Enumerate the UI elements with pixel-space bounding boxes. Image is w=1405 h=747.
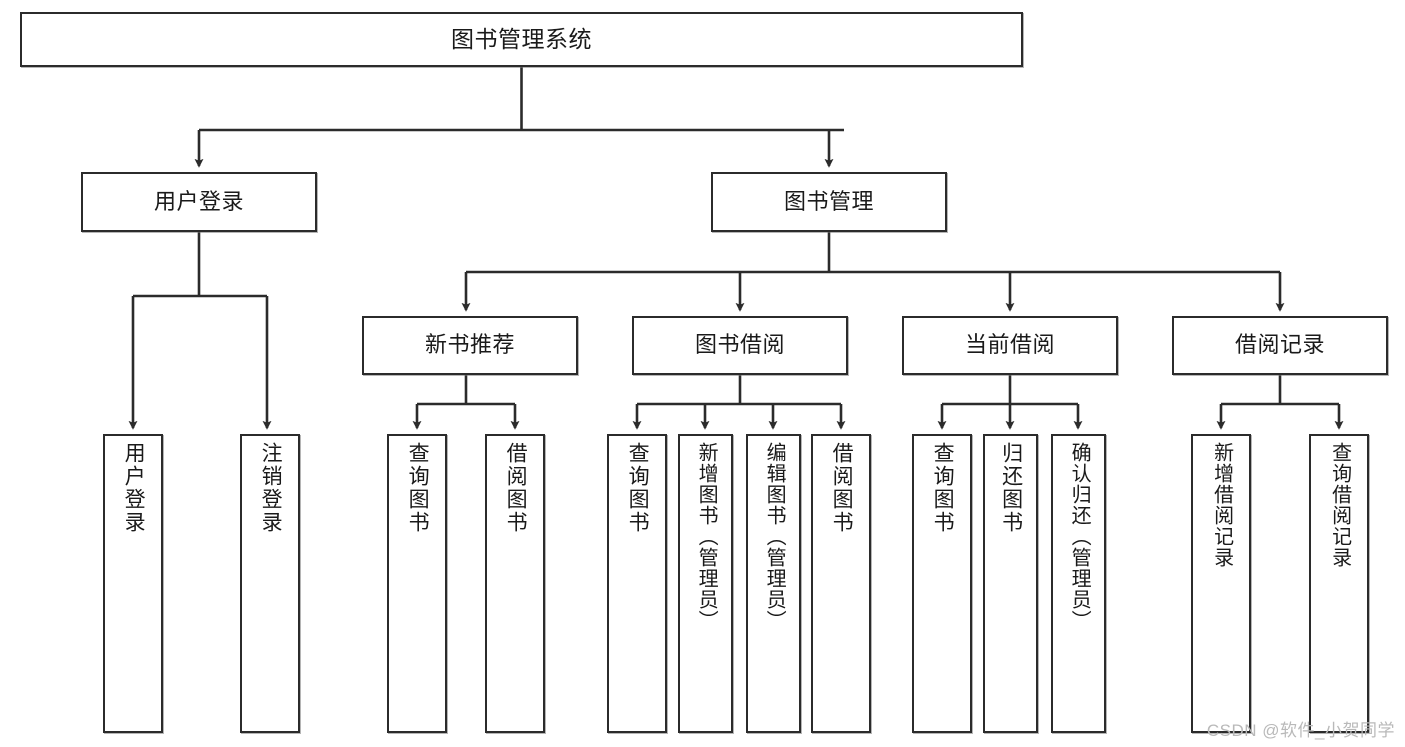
node-label: 借阅图书	[830, 442, 854, 534]
node-root-book-management-system[interactable]: 图书管理系统	[20, 12, 1023, 67]
csdn-watermark: CSDN @软件_小贺同学	[1206, 721, 1395, 740]
leaf-borrow-add-book-admin[interactable]: 新增图书（管理员）	[678, 434, 733, 733]
leaf-new-book-query-book[interactable]: 查询图书	[387, 434, 447, 733]
node-label: 查询图书	[406, 442, 430, 534]
node-label: 确认归还（管理员）	[1068, 442, 1091, 631]
node-borrow-records[interactable]: 借阅记录	[1172, 316, 1388, 375]
node-book-borrow[interactable]: 图书借阅	[632, 316, 848, 375]
node-label: 编辑图书（管理员）	[763, 442, 786, 631]
node-label: 用户登录	[153, 188, 244, 214]
leaf-current-return-book[interactable]: 归还图书	[983, 434, 1038, 733]
node-label: 图书管理系统	[451, 25, 592, 52]
node-label: 查询图书	[626, 442, 650, 534]
node-label: 新书推荐	[424, 332, 515, 358]
node-label: 当前借阅	[964, 332, 1055, 358]
leaf-user-login[interactable]: 用户登录	[103, 434, 163, 733]
node-user-login[interactable]: 用户登录	[81, 172, 317, 232]
node-label: 用户登录	[122, 442, 146, 534]
node-label: 借阅记录	[1234, 332, 1325, 358]
node-label: 归还图书	[999, 442, 1023, 534]
node-label: 查询图书	[931, 442, 955, 534]
node-label: 新增借阅记录	[1210, 442, 1233, 568]
leaf-logout[interactable]: 注销登录	[240, 434, 300, 733]
leaf-current-confirm-return-admin[interactable]: 确认归还（管理员）	[1051, 434, 1106, 733]
node-book-management[interactable]: 图书管理	[711, 172, 947, 232]
leaf-borrow-edit-book-admin[interactable]: 编辑图书（管理员）	[746, 434, 801, 733]
node-label: 新增图书（管理员）	[695, 442, 718, 631]
node-current-borrow[interactable]: 当前借阅	[902, 316, 1118, 375]
leaf-borrow-borrow-book[interactable]: 借阅图书	[811, 434, 871, 733]
node-label: 图书管理	[783, 188, 874, 214]
node-label: 查询借阅记录	[1328, 442, 1351, 568]
leaf-records-add-record[interactable]: 新增借阅记录	[1191, 434, 1251, 733]
leaf-borrow-query-book[interactable]: 查询图书	[607, 434, 667, 733]
leaf-new-book-borrow-book[interactable]: 借阅图书	[485, 434, 545, 733]
leaf-current-query-book[interactable]: 查询图书	[912, 434, 972, 733]
node-label: 注销登录	[259, 442, 283, 534]
node-label: 借阅图书	[504, 442, 528, 534]
node-new-book-recommend[interactable]: 新书推荐	[362, 316, 578, 375]
leaf-records-query-record[interactable]: 查询借阅记录	[1309, 434, 1369, 733]
node-label: 图书借阅	[694, 332, 785, 358]
